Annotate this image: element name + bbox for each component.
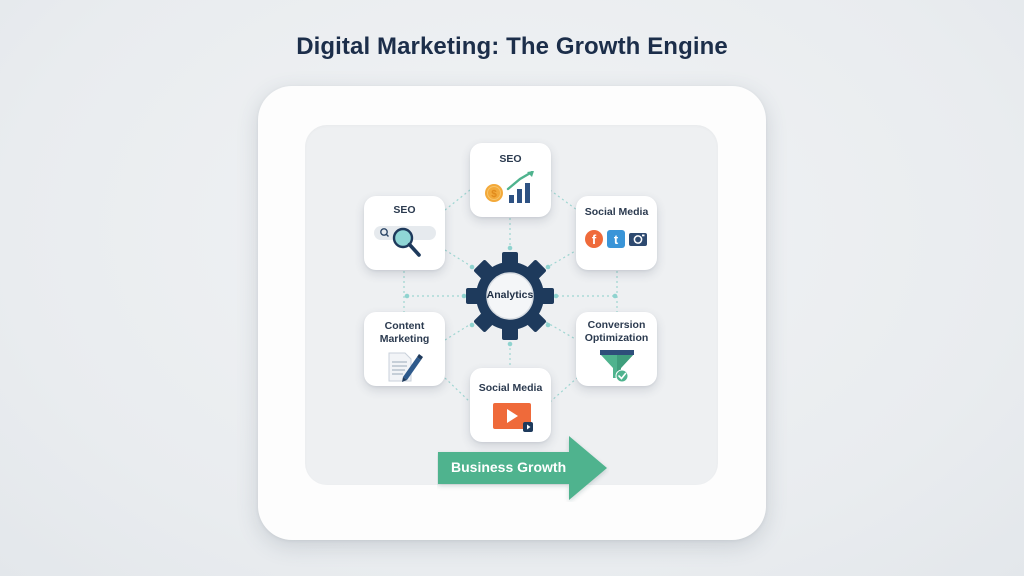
facebook-icon: f	[584, 230, 603, 248]
arrow-label: Business Growth	[451, 459, 567, 475]
gear-icon	[466, 252, 554, 340]
node-label: Social Media	[478, 382, 543, 394]
node-label-line1: Content	[384, 320, 425, 332]
search-magnifier-icon	[364, 222, 445, 264]
document-pen-icon	[364, 350, 445, 384]
node-label-line2: Marketing	[379, 333, 430, 345]
node-seo-top: SEO $	[470, 143, 551, 217]
social-icons: f t	[576, 228, 657, 250]
node-label-line1: Conversion	[587, 319, 646, 331]
node-seo-left: SEO	[364, 196, 445, 270]
node-social-media-right: Social Media f t	[576, 196, 657, 270]
analytics-gear: Analytics	[466, 252, 554, 340]
svg-text:f: f	[591, 232, 596, 247]
camera-icon	[628, 233, 647, 246]
node-conversion-optimization: Conversion Optimization	[576, 312, 657, 386]
svg-text:t: t	[613, 232, 618, 247]
svg-text:$: $	[491, 189, 497, 200]
business-growth-arrow: Business Growth	[437, 434, 609, 502]
funnel-check-icon	[576, 348, 657, 384]
tumblr-icon: t	[606, 230, 625, 248]
node-label: SEO	[499, 153, 522, 165]
page-title: Digital Marketing: The Growth Engine	[296, 33, 728, 60]
node-label-line2: Optimization	[584, 332, 649, 344]
center-label: Analytics	[486, 289, 534, 301]
node-content-marketing: Content Marketing	[364, 312, 445, 386]
video-play-icon	[470, 401, 551, 433]
node-label: SEO	[393, 204, 416, 216]
arrow-right-icon	[438, 436, 607, 500]
node-label: Social Media	[584, 206, 649, 218]
coin-growth-chart-icon: $	[470, 171, 551, 207]
node-social-media-bottom: Social Media	[470, 368, 551, 442]
